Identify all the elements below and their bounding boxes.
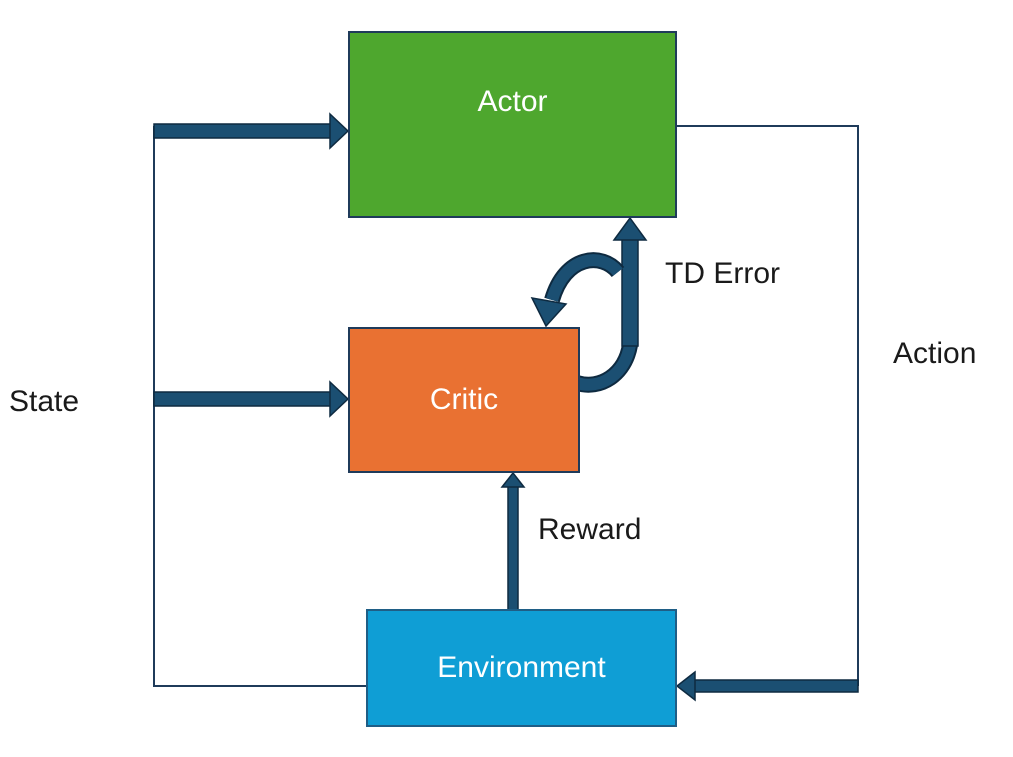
critic-label: Critic <box>429 383 499 416</box>
state-line <box>153 126 366 687</box>
state-to-critic-arrow <box>153 380 350 418</box>
td-error-loop-arrow <box>530 252 625 328</box>
td-error-arrow <box>574 216 648 393</box>
state-label: State <box>9 385 80 418</box>
environment-label: Environment <box>437 651 606 684</box>
action-label: Action <box>893 337 977 370</box>
critic-box: Critic <box>348 327 580 473</box>
actor-label: Actor <box>477 85 548 118</box>
state-to-actor-arrow <box>153 112 350 150</box>
action-to-environment-arrow <box>675 670 859 702</box>
environment-box: Environment <box>366 609 677 727</box>
actor-box: Actor <box>348 31 677 218</box>
reward-arrow <box>500 471 526 630</box>
action-line <box>677 125 859 686</box>
td-error-label: TD Error <box>665 257 780 290</box>
reward-label: Reward <box>538 513 642 546</box>
